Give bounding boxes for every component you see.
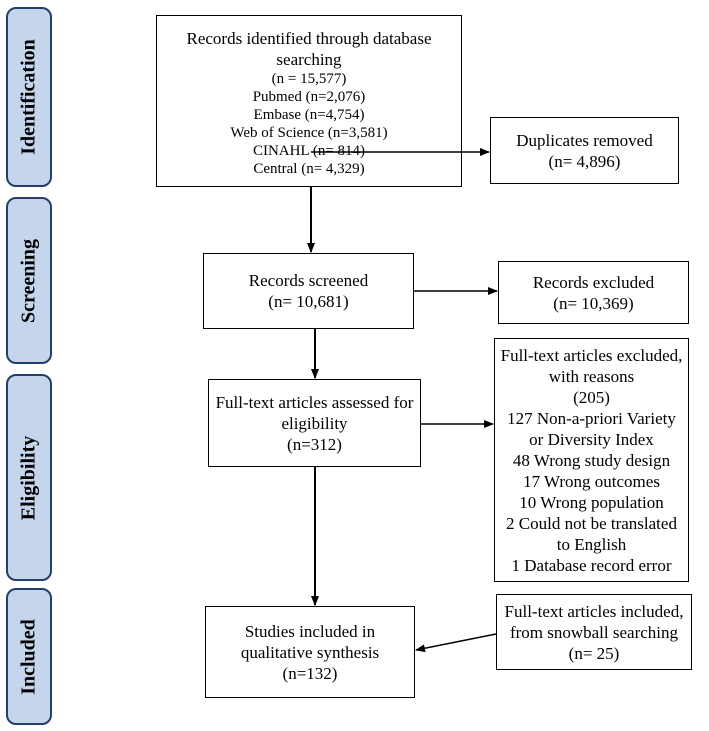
records-identified-box: Records identified through database sear…: [156, 15, 462, 187]
source-web-of-science: Web of Science (n=3,581): [230, 125, 388, 141]
studies-included-count: (n=132): [282, 663, 338, 683]
source-cinahl: CINAHL (n= 814): [252, 143, 366, 159]
fulltext-assessed-label: Full-text articles assessed for eligibil…: [215, 392, 414, 433]
duplicates-removed-label: Duplicates removed: [516, 130, 653, 150]
fulltext-assessed-count: (n=312): [287, 434, 342, 454]
studies-included-box: Studies included in qualitative synthesi…: [205, 606, 415, 698]
records-identified-title: Records identified through database sear…: [186, 29, 432, 69]
fulltext-excluded-label: Full-text articles excluded, with reason…: [500, 345, 683, 386]
studies-included-label: Studies included in qualitative synthesi…: [240, 621, 380, 662]
reason-1: 127 Non-a-priori Variety or Diversity In…: [507, 408, 676, 449]
source-central: Central (n= 4,329): [253, 161, 365, 177]
records-excluded-label: Records excluded: [532, 272, 655, 292]
records-excluded-count: (n= 10,369): [553, 293, 634, 313]
phase-included: Included: [6, 588, 52, 725]
snowball-included-label: Full-text articles included, from snowba…: [504, 601, 684, 642]
reason-5: 2 Could not be translated to English: [506, 513, 677, 554]
reason-6: 1 Database record error: [511, 555, 672, 575]
source-embase: Embase (n=4,754): [253, 107, 365, 123]
source-pubmed: Pubmed (n=2,076): [252, 89, 366, 105]
records-screened-count: (n= 10,681): [268, 292, 349, 311]
phase-screening: Screening: [6, 197, 52, 364]
reason-3: 17 Wrong outcomes: [523, 471, 660, 491]
snowball-included-box: Full-text articles included, from snowba…: [496, 594, 692, 670]
reason-2: 48 Wrong study design: [512, 450, 671, 470]
phase-eligibility: Eligibility: [6, 374, 52, 581]
records-excluded-box: Records excluded (n= 10,369): [498, 261, 689, 324]
records-screened-box: Records screened (n= 10,681): [203, 253, 414, 329]
fulltext-assessed-box: Full-text articles assessed for eligibil…: [208, 379, 421, 467]
arrow-snowball-to-included: [415, 633, 497, 653]
records-identified-total: (n = 15,577): [271, 71, 347, 87]
duplicates-removed-count: (n= 4,896): [548, 151, 621, 171]
fulltext-excluded-count: (205): [573, 387, 610, 407]
duplicates-removed-box: Duplicates removed (n= 4,896): [490, 117, 679, 184]
fulltext-excluded-box: Full-text articles excluded, with reason…: [494, 338, 689, 582]
reason-4: 10 Wrong population: [519, 492, 664, 512]
snowball-included-count: (n= 25): [568, 643, 620, 663]
records-screened-label: Records screened: [248, 271, 369, 290]
phase-identification: Identification: [6, 7, 52, 187]
